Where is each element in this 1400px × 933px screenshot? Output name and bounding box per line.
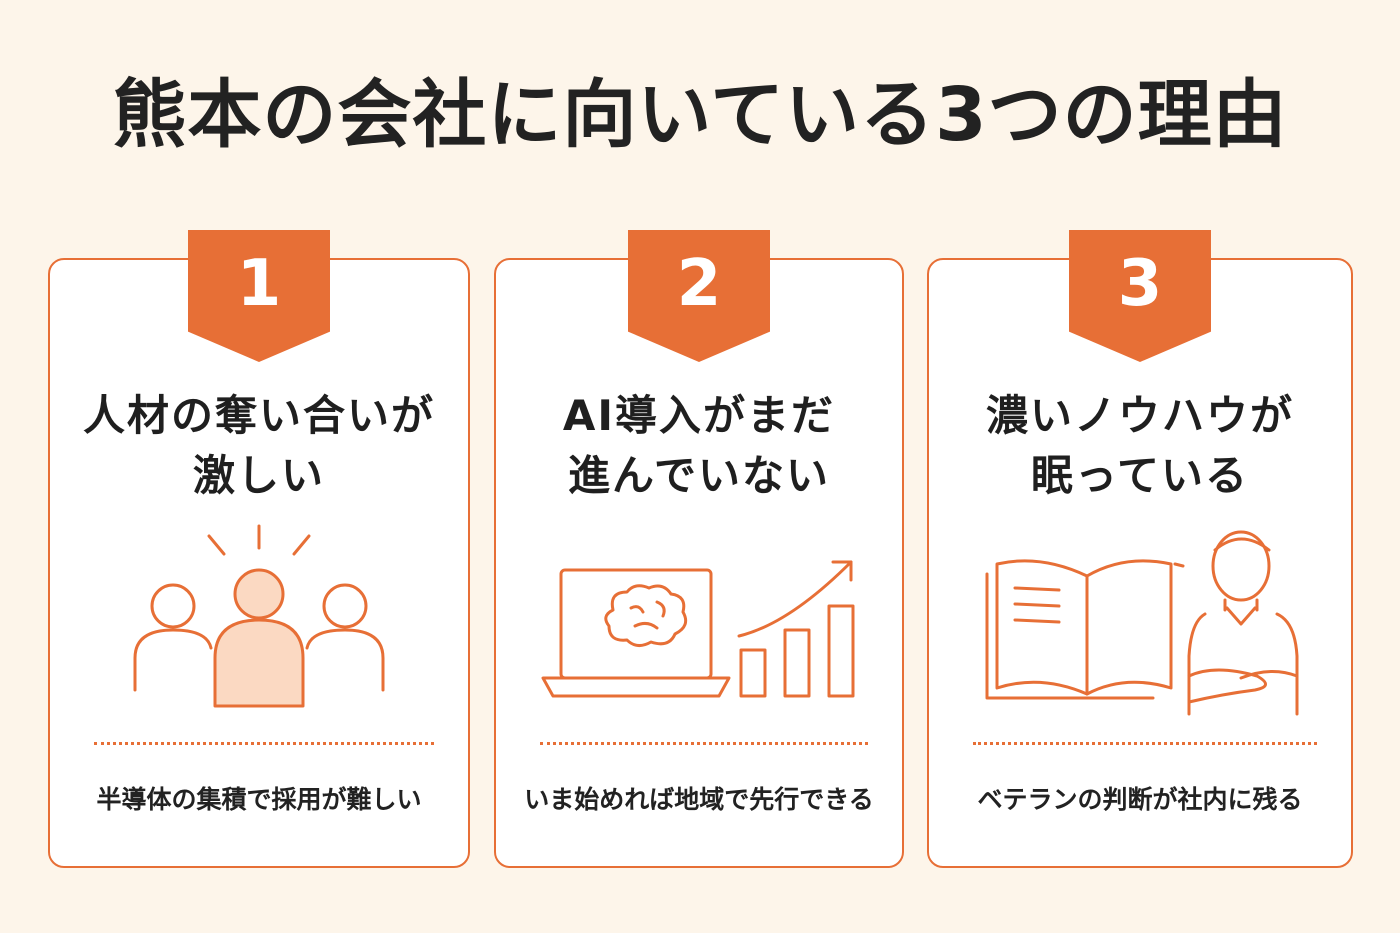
reason-caption: ベテランの判断が社内に残る [977,785,1303,814]
laptop-brain-growth-icon [541,560,855,698]
reason-heading-line1: 濃いノウハウが [985,391,1294,440]
reason-heading: AI導入がまだ 進んでいない [496,386,902,506]
reason-heading-line2: 眠っている [1031,451,1249,500]
reason-card-2: 2 AI導入がまだ 進んでいない いま始めれば地域で先行できる [494,230,904,868]
number-ribbon-2: 2 [628,230,770,362]
reason-number: 1 [236,247,282,321]
reason-number: 2 [676,247,722,321]
reason-caption: 半導体の集積で採用が難しい [96,785,422,814]
number-ribbon-1: 1 [188,230,330,362]
dotted-divider [94,742,434,745]
reason-heading-line2: 激しい [192,451,325,500]
number-ribbon-3: 3 [1069,230,1211,362]
reason-heading-line1: 人材の奪い合いが [82,391,435,440]
dotted-divider [973,742,1317,745]
people-group-icon [133,524,385,708]
reason-card-3: 3 濃いノウハウが 眠っている ベテランの判断が社内に残る [927,230,1353,868]
reason-heading: 濃いノウハウが 眠っている [929,386,1351,506]
reason-caption: いま始めれば地域で先行できる [524,785,874,814]
reason-heading-line1: AI導入がまだ [562,391,836,440]
book-veteran-icon [985,530,1299,716]
reason-heading-line2: 進んでいない [568,451,830,500]
reason-card-1: 1 人材の奪い合いが 激しい 半導体の集積で採用が難しい [48,230,470,868]
reason-heading: 人材の奪い合いが 激しい [50,386,468,506]
reason-number: 3 [1117,247,1163,321]
page-title: 熊本の会社に向いている3つの理由 [112,72,1288,158]
dotted-divider [540,742,868,745]
